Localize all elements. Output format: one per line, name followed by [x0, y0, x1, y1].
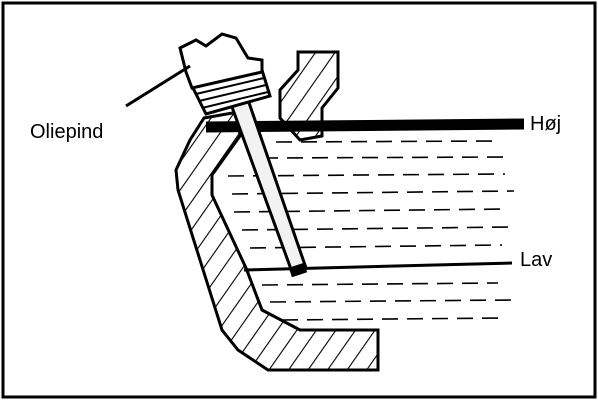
high-level-label: Høj — [530, 113, 561, 135]
low-level-label: Lav — [520, 249, 552, 271]
low-level-line — [243, 261, 513, 272]
crankcase-wall — [174, 50, 380, 372]
high-level-line — [205, 118, 525, 133]
dipstick-leader-line — [125, 64, 191, 108]
dipstick — [178, 32, 308, 278]
oil-body — [227, 140, 515, 321]
dipstick-label: Oliepind — [30, 121, 103, 143]
